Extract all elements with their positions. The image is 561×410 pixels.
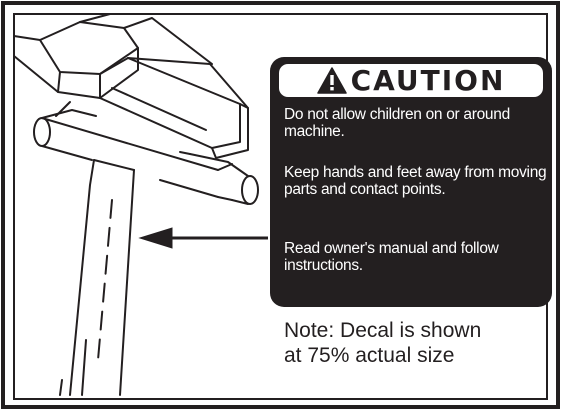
size-note-line-1: Note: Decal is shown	[284, 319, 482, 342]
caution-decal: CAUTION Do not allow children on or arou…	[270, 57, 552, 307]
warning-message-manual: Read owner's manual and follow instructi…	[284, 240, 499, 274]
caution-header: CAUTION	[279, 64, 543, 97]
pointer-arrow	[138, 227, 268, 249]
handlebar-shape	[33, 109, 259, 205]
console-shape	[13, 13, 249, 159]
upright-post-shape	[59, 159, 135, 396]
size-note: Note: Decal is shown at 75% actual size	[284, 318, 544, 368]
warning-triangle-icon	[316, 67, 347, 94]
warning-message-moving-parts: Keep hands and feet away from moving par…	[284, 164, 547, 198]
caution-title: CAUTION	[350, 63, 506, 97]
warning-message-children: Do not allow children on or around machi…	[284, 106, 510, 140]
size-note-line-2: at 75% actual size	[284, 344, 455, 367]
